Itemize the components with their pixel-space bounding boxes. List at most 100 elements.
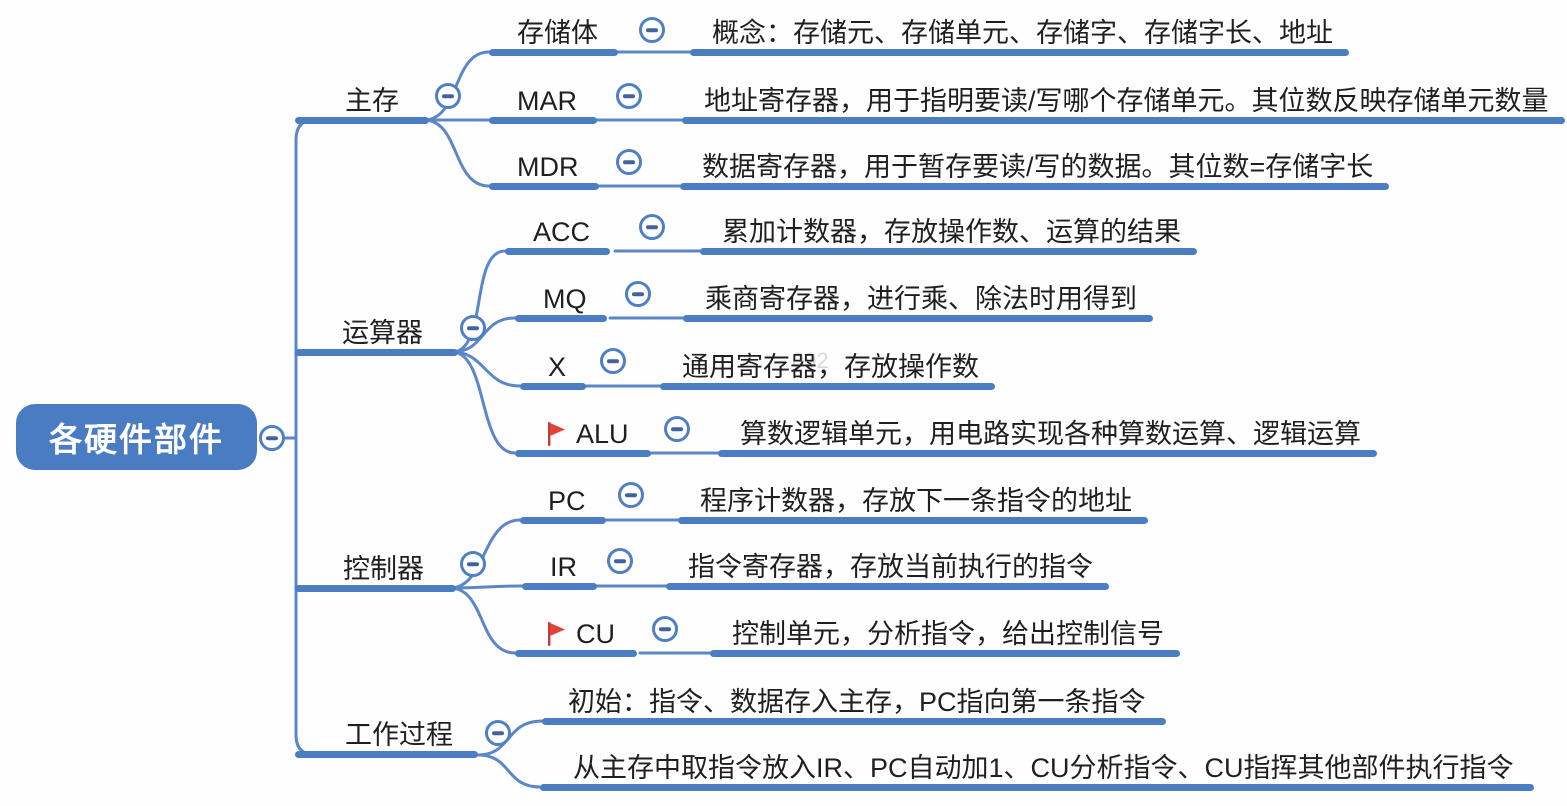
node-underline	[666, 583, 1109, 590]
node-underline	[295, 751, 478, 758]
node-mdr[interactable]: MDR	[489, 150, 599, 190]
node-mar[interactable]: MAR	[489, 84, 597, 124]
branch-controller[interactable]: 控制器	[295, 552, 456, 592]
minus-icon	[659, 627, 671, 631]
node-label: PC	[548, 486, 586, 516]
desc-x-register[interactable]: 通用寄存器，存放操作数	[660, 350, 995, 390]
node-underline	[710, 650, 1180, 657]
desc-work-initial[interactable]: 初始：指令、数据存入主存，PC指向第一条指令	[542, 685, 1166, 725]
node-label: CU	[576, 619, 615, 649]
root-label: 各硬件部件	[49, 421, 224, 458]
desc-mar[interactable]: 地址寄存器，用于指明要读/写哪个存储单元。其位数反映存储单元数量	[682, 84, 1565, 124]
node-alu[interactable]: ALU	[515, 417, 651, 457]
desc-mq[interactable]: 乘商寄存器，进行乘、除法时用得到	[683, 282, 1153, 322]
branch-main-memory[interactable]: 主存	[295, 84, 429, 124]
node-desc: 地址寄存器，用于指明要读/写哪个存储单元。其位数反映存储单元数量	[704, 86, 1549, 116]
desc-alu[interactable]: 算数逻辑单元，用电路实现各种算数运算、逻辑运算	[718, 417, 1377, 457]
collapse-button-main-memory[interactable]	[435, 83, 461, 109]
minus-icon	[442, 94, 454, 98]
minus-icon	[623, 160, 635, 164]
node-underline	[540, 784, 1534, 791]
desc-work-cycle[interactable]: 从主存中取指令放入IR、PC自动加1、CU分析指令、CU指挥其他部件执行指令	[540, 751, 1534, 791]
node-desc: 概念：存储元、存储单元、存储字、存储字长、地址	[712, 18, 1333, 48]
collapse-button-work-process[interactable]	[485, 720, 511, 746]
collapse-button-ir[interactable]	[607, 548, 633, 574]
node-underline	[515, 315, 607, 322]
minus-icon	[625, 493, 637, 497]
branch-label: 控制器	[343, 554, 424, 584]
node-storage-body[interactable]: 存储体	[489, 16, 618, 56]
node-label: MDR	[517, 152, 579, 182]
node-underline	[542, 718, 1166, 725]
node-underline	[505, 248, 611, 255]
node-underline	[489, 117, 597, 124]
node-underline	[682, 117, 1565, 124]
desc-acc[interactable]: 累加计数器，存放操作数、运算的结果	[700, 215, 1197, 255]
node-ir[interactable]: IR	[522, 550, 597, 590]
desc-mdr[interactable]: 数据寄存器，用于暂存要读/写的数据。其位数=存储字长	[680, 150, 1390, 190]
node-desc: 初始：指令、数据存入主存，PC指向第一条指令	[568, 687, 1146, 717]
desc-cu[interactable]: 控制单元，分析指令，给出控制信号	[710, 617, 1180, 657]
collapse-button-controller[interactable]	[460, 551, 486, 577]
collapse-button-mdr[interactable]	[616, 149, 642, 175]
collapse-button-mar[interactable]	[616, 83, 642, 109]
node-pc[interactable]: PC	[520, 484, 606, 524]
minus-icon	[671, 427, 683, 431]
node-label: MAR	[517, 86, 577, 116]
collapse-button-alu-unit[interactable]	[460, 315, 486, 341]
node-desc: 从主存中取指令放入IR、PC自动加1、CU分析指令、CU指挥其他部件执行指令	[573, 753, 1514, 783]
collapse-button-cu[interactable]	[652, 616, 678, 642]
branch-alu-unit[interactable]: 运算器	[295, 316, 458, 356]
root-node[interactable]: 各硬件部件	[16, 404, 257, 470]
node-underline	[660, 383, 995, 390]
minus-icon	[467, 562, 479, 566]
node-desc: 累加计数器，存放操作数、运算的结果	[722, 217, 1181, 247]
node-underline	[522, 583, 597, 590]
collapse-button-acc[interactable]	[639, 214, 665, 240]
branch-label: 运算器	[342, 318, 423, 348]
minus-icon	[632, 292, 644, 296]
node-label: X	[548, 352, 567, 382]
node-underline	[683, 315, 1153, 322]
collapse-button-x-register[interactable]	[600, 348, 626, 374]
collapse-button-alu[interactable]	[664, 416, 690, 442]
node-underline	[489, 183, 599, 190]
node-desc: 乘商寄存器，进行乘、除法时用得到	[705, 284, 1137, 314]
node-label: ACC	[533, 217, 591, 247]
collapse-button-root[interactable]	[259, 425, 285, 451]
collapse-button-storage-body[interactable]	[639, 17, 665, 43]
minus-icon	[646, 28, 658, 32]
node-underline	[680, 183, 1390, 190]
node-label: ALU	[576, 419, 629, 449]
desc-storage-body[interactable]: 概念：存储元、存储单元、存储字、存储字长、地址	[690, 16, 1349, 56]
node-underline	[489, 49, 618, 56]
collapse-button-mq[interactable]	[625, 281, 651, 307]
node-acc[interactable]: ACC	[505, 215, 611, 255]
desc-ir[interactable]: 指令寄存器，存放当前执行的指令	[666, 550, 1109, 590]
node-x-register[interactable]: X	[520, 350, 587, 390]
node-desc: 指令寄存器，存放当前执行的指令	[688, 552, 1093, 582]
node-underline	[678, 517, 1148, 524]
branch-work-process[interactable]: 工作过程	[295, 718, 478, 758]
node-underline	[520, 383, 587, 390]
node-desc: 数据寄存器，用于暂存要读/写的数据。其位数=存储字长	[702, 152, 1374, 182]
node-underline	[295, 349, 458, 356]
minus-icon	[467, 326, 479, 330]
desc-pc[interactable]: 程序计数器，存放下一条指令的地址	[678, 484, 1148, 524]
node-desc: 算数逻辑单元，用电路实现各种算数运算、逻辑运算	[740, 419, 1361, 449]
branch-label: 主存	[345, 86, 399, 116]
node-mq[interactable]: MQ	[515, 282, 607, 322]
minus-icon	[614, 559, 626, 563]
node-underline	[515, 450, 651, 457]
node-desc: 程序计数器，存放下一条指令的地址	[700, 486, 1132, 516]
flag-icon	[545, 421, 567, 447]
minus-icon	[623, 94, 635, 98]
minus-icon	[492, 731, 504, 735]
node-underline	[520, 517, 606, 524]
node-underline	[700, 248, 1197, 255]
collapse-button-pc[interactable]	[618, 482, 644, 508]
node-cu[interactable]: CU	[515, 617, 637, 657]
node-label: MQ	[543, 284, 587, 314]
branch-label: 工作过程	[345, 720, 453, 750]
